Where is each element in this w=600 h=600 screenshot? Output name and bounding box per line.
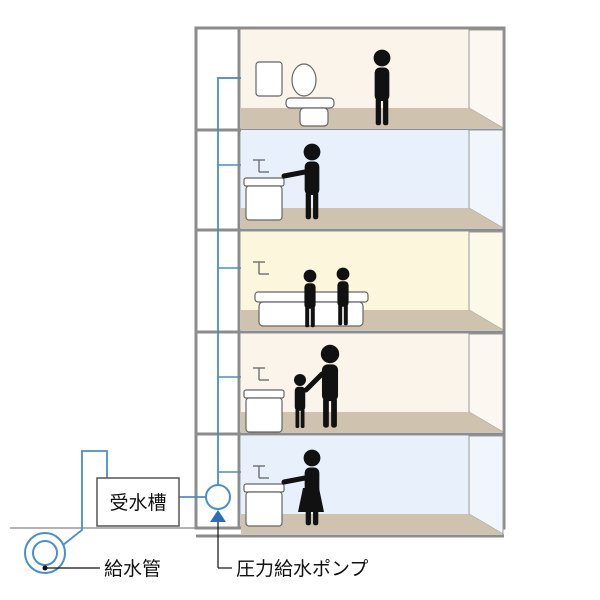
person-adult-head [303,143,321,161]
faucet [253,465,269,479]
floor-2 [196,333,504,436]
toilet-seat [285,97,335,109]
faucet [253,367,269,381]
person-adult-head [320,344,340,364]
floors [196,29,504,538]
person-adult-head [373,49,391,67]
person-adult-leg-right [331,397,337,428]
booster-pump-label: 圧力給水ポンプ [236,558,368,580]
person-adult-leg-left [375,97,381,126]
water-main-outer [24,532,66,574]
person-child-2-head [336,267,350,281]
person-child-torso [294,386,306,411]
person-child-2-leg-right [343,304,348,326]
person-adult [373,49,391,126]
person-adult [320,344,340,428]
water-main [24,532,100,574]
wash-basin-rim [243,389,285,399]
floor-3 [196,231,504,334]
wash-basin-body [245,491,283,527]
water-main-inner [32,540,58,566]
person-child-1-head [303,269,317,283]
person-adult-torso [321,364,339,402]
faucet [253,261,269,275]
building [194,26,506,538]
person-child-1 [303,269,317,328]
person-adult-leg-left [323,397,329,428]
person-adult-head [303,449,321,467]
wash-basin-body [245,185,283,221]
water-pipes [62,77,241,546]
wash-basin [243,177,285,221]
wash-basin-body [245,397,283,433]
person-adult-arm [281,169,308,179]
floor-slab [241,108,503,128]
receiving-tank-box [96,477,180,527]
booster-pump-circle [205,484,231,510]
person-dress [298,488,324,512]
toilet-base [299,107,329,127]
person-adult-leg-right [313,191,319,220]
person-adult-arm [281,475,308,485]
person-adult-torso [304,161,320,196]
person-child-leg-left [295,408,300,428]
person-adult-leg-right [383,97,389,126]
person-adult [281,143,321,220]
main-to-tank-pipe [62,450,108,546]
person-adult-leg-left [305,191,311,220]
person-child-2-torso [337,281,349,307]
person-adult-torso [374,67,390,102]
person-child-2 [336,267,350,326]
person-child-1-leg-right [310,306,315,328]
person-child-1-leg-left [305,306,310,328]
receiving-tank-label: 受水槽 [109,492,166,514]
riser-pipe [217,77,241,485]
person-child-leg-right [300,408,305,428]
holding-hands [303,371,325,393]
floor-slab [241,412,503,432]
toilet-lid [291,63,317,97]
toilet-tank [255,61,283,97]
wash-basin [243,389,285,433]
booster-pump-base [210,510,226,522]
floor-5 [196,29,504,132]
water-main-label: 給水管 [104,558,161,580]
floor-1 [196,435,504,538]
wash-basin [243,483,285,527]
booster-pump [205,484,232,569]
receiving-tank: 受水槽 [96,477,180,527]
person-child-1-torso [304,283,316,309]
floor-4 [196,129,504,232]
person-child-2-leg-left [338,304,343,326]
faucet [253,159,269,173]
wash-basin-rim [243,483,285,493]
person-child [294,374,306,428]
person-child-head [294,374,306,386]
toilet [255,61,335,127]
wash-basin-rim [243,177,285,187]
